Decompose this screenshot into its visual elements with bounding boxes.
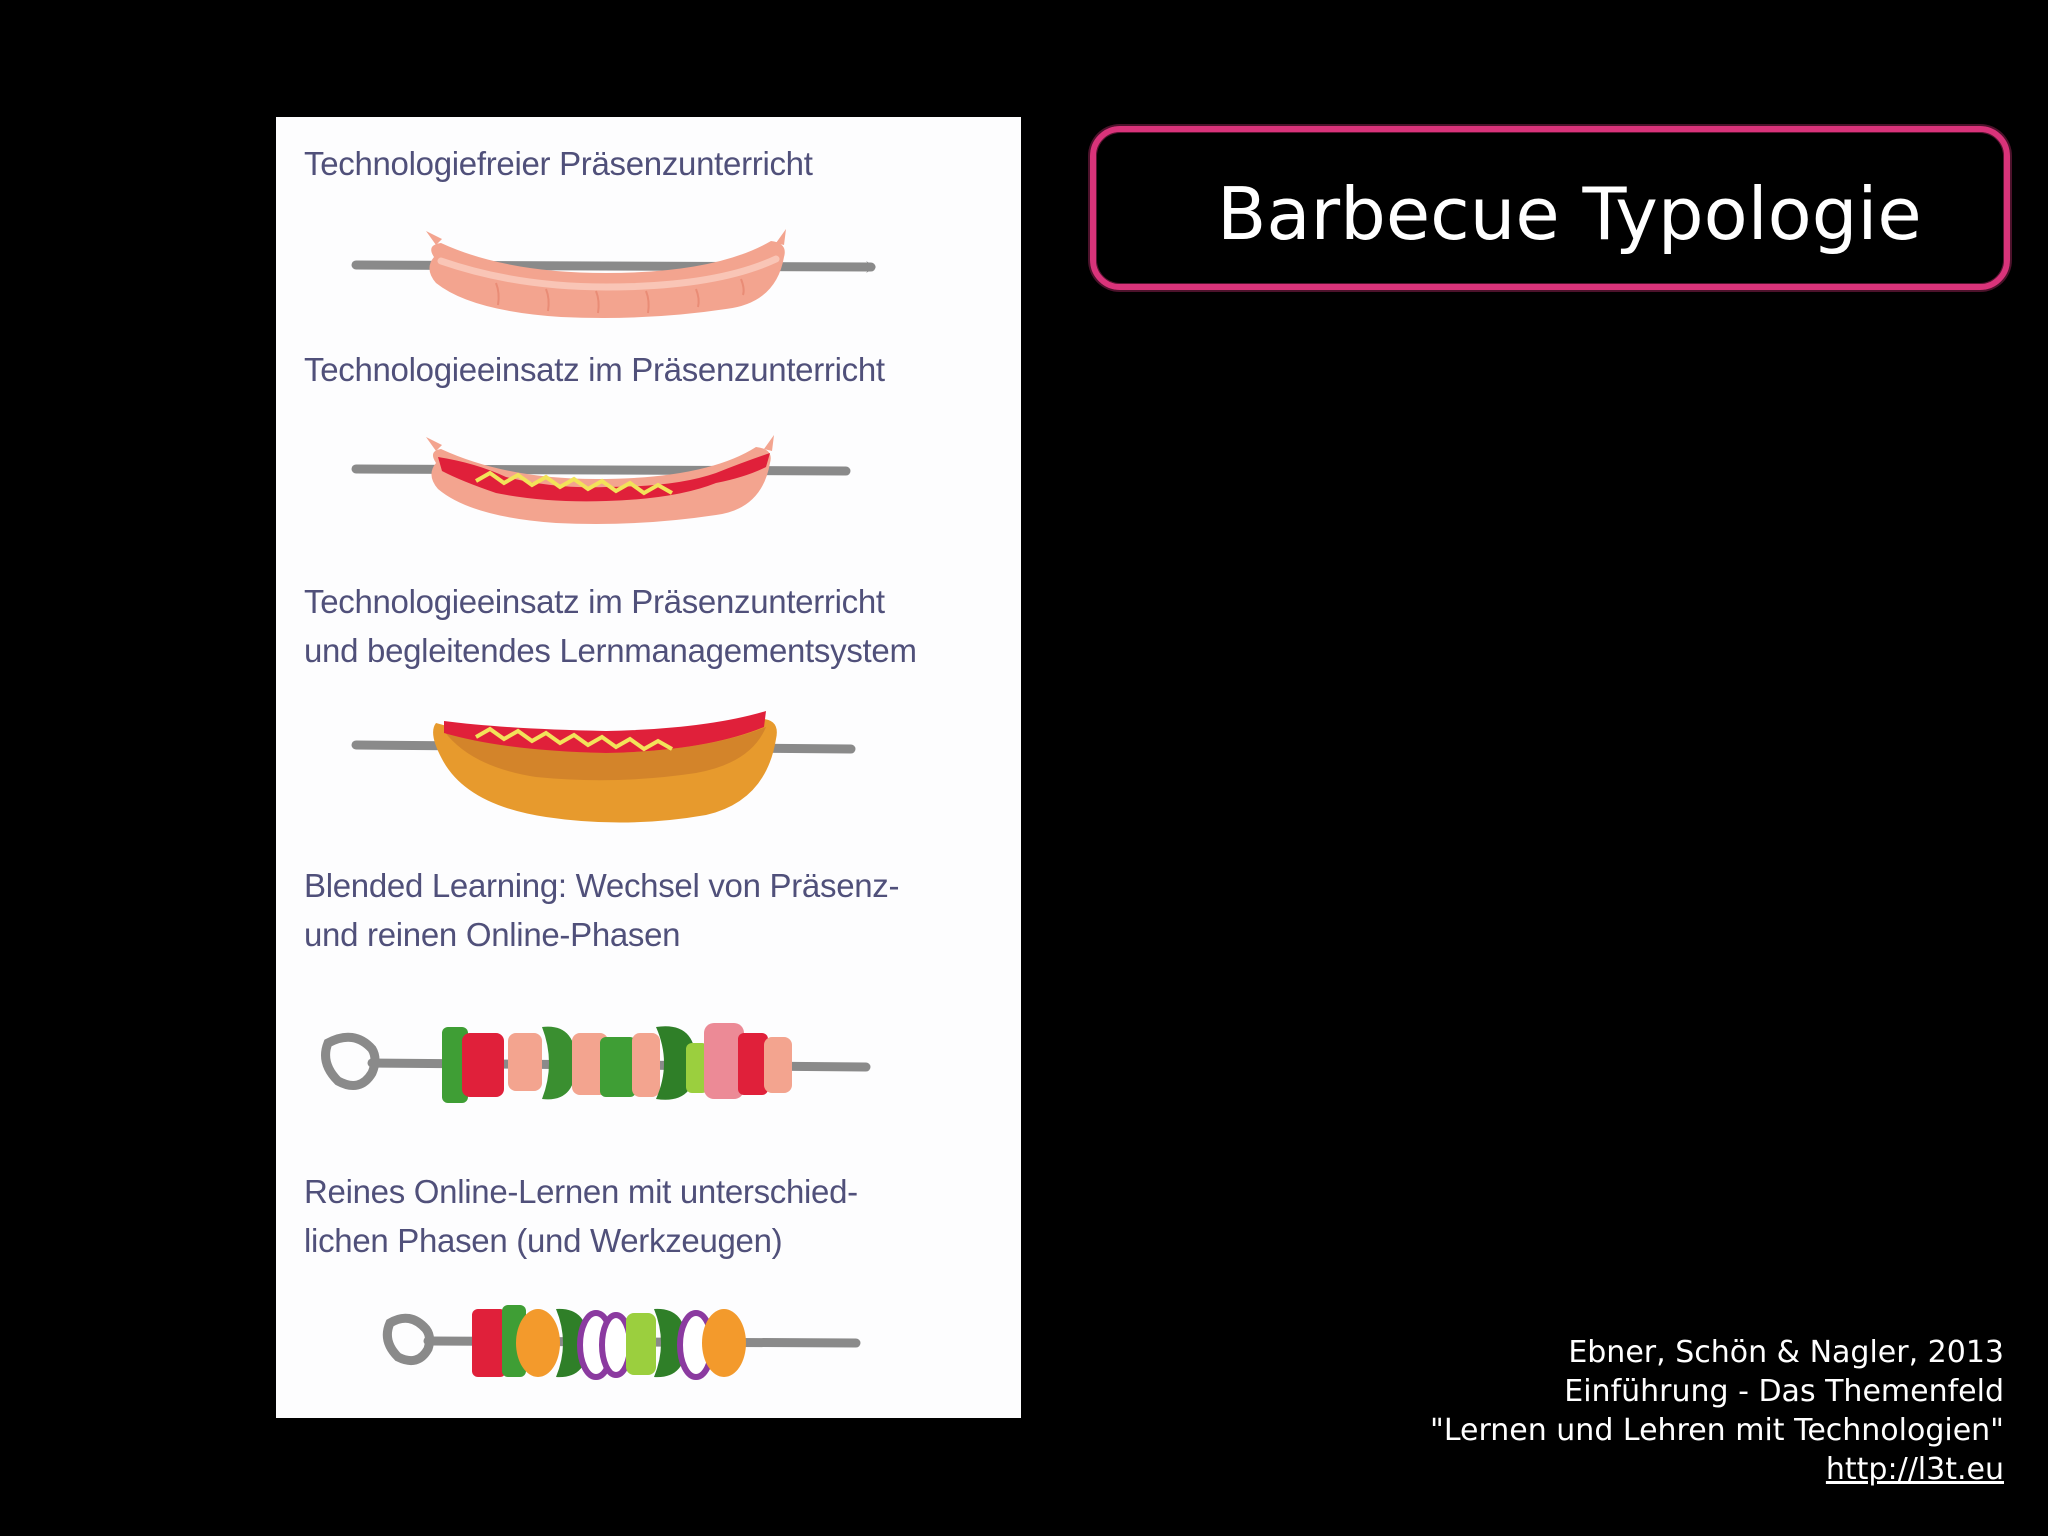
title-frame bbox=[1090, 126, 2010, 290]
barbecue-typology-figure: Technologiefreier Präsenzunterricht Tech… bbox=[276, 117, 1021, 1418]
credit-authors: Ebner, Schön & Nagler, 2013 bbox=[1568, 1335, 2004, 1370]
vegetable-skewer-icon bbox=[382, 1305, 861, 1380]
type-4-caption: Blended Learning: Wechsel von Präsenz- u… bbox=[304, 867, 900, 953]
type-5-caption: Reines Online-Lernen mit unterschied- li… bbox=[304, 1173, 858, 1259]
hotdog-in-bun-icon bbox=[351, 711, 856, 823]
credit-book: "Lernen und Lehren mit Technologien" bbox=[1430, 1413, 2004, 1448]
credit-chapter: Einführung - Das Themenfeld bbox=[1564, 1374, 2004, 1409]
sausage-with-ketchup-icon bbox=[351, 435, 851, 524]
type-2-caption: Technologieeinsatz im Präsenzunterricht bbox=[304, 351, 885, 388]
credit-block: Ebner, Schön & Nagler, 2013 Einführung -… bbox=[1430, 1333, 2004, 1489]
plain-sausage-icon bbox=[351, 229, 876, 318]
type-3-caption: Technologieeinsatz im Präsenzunterricht … bbox=[304, 583, 917, 669]
credit-link[interactable]: http://l3t.eu bbox=[1825, 1452, 2004, 1487]
mixed-meat-veg-skewer-icon bbox=[321, 1023, 871, 1103]
slide-title: Barbecue Typologie bbox=[1217, 172, 1922, 256]
type-1-caption: Technologiefreier Präsenzunterricht bbox=[304, 145, 813, 182]
